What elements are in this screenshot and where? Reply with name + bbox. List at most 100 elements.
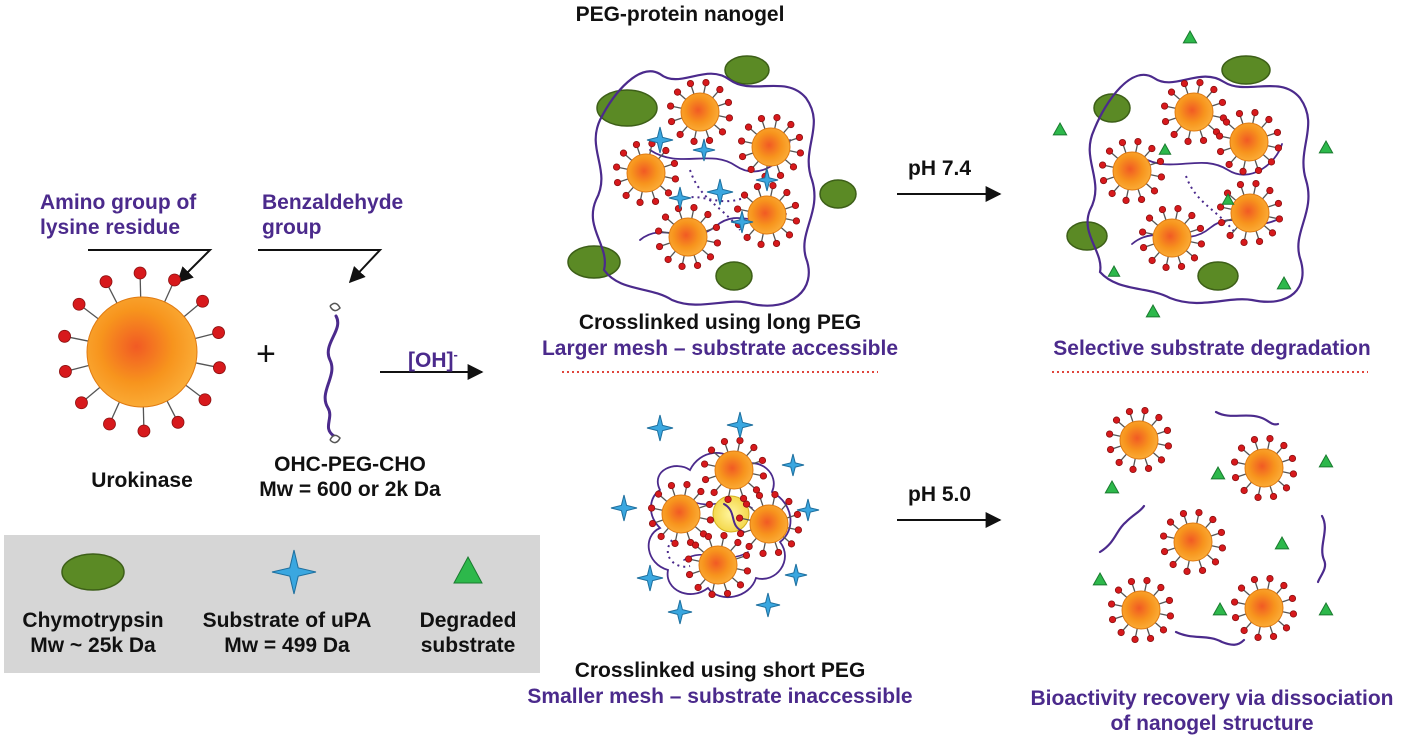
degraded-substrate bbox=[1092, 571, 1108, 586]
oh-base: [OH] bbox=[408, 349, 454, 372]
substrate-star-icon bbox=[271, 549, 317, 595]
hydroxide-label: [OH]- bbox=[408, 342, 458, 373]
peg-chain bbox=[1214, 410, 1280, 426]
urokinase-protein bbox=[735, 490, 803, 558]
long-peg-desc: Larger mesh – substrate accessible bbox=[541, 337, 898, 360]
ph-top-label: pH 7.4 bbox=[908, 157, 972, 180]
urokinase-protein bbox=[612, 139, 680, 207]
legend-substrate: Substrate of uPA Mw = 499 Da bbox=[182, 608, 392, 658]
peg-chain bbox=[1086, 73, 1310, 305]
degraded-substrate bbox=[1182, 29, 1198, 44]
nanogel-degradation bbox=[1052, 29, 1334, 318]
benz-line1: Benzaldehyde bbox=[262, 191, 404, 214]
pointer-lines bbox=[88, 249, 383, 284]
degraded-substrate bbox=[1158, 142, 1172, 155]
urokinase-protein bbox=[700, 436, 768, 504]
peg-linker bbox=[323, 302, 341, 444]
urokinase-protein bbox=[58, 266, 226, 438]
substrate-star bbox=[730, 210, 754, 234]
substrate-star bbox=[796, 498, 820, 522]
degraded-substrate bbox=[1318, 601, 1334, 616]
legend-degraded: Degraded substrate bbox=[400, 608, 536, 658]
degraded-substrate bbox=[1212, 601, 1228, 616]
amino-line1: Amino group of bbox=[40, 191, 197, 214]
urokinase-label: Urokinase bbox=[91, 469, 193, 492]
peg-crosslink bbox=[1185, 175, 1237, 235]
peg-chain bbox=[1316, 514, 1327, 584]
short-peg-desc: Smaller mesh – substrate inaccessible bbox=[527, 685, 913, 708]
chymotrypsin bbox=[819, 179, 857, 209]
amino-line2: lysine residue bbox=[40, 216, 181, 239]
urokinase-protein bbox=[647, 480, 715, 548]
legend-box bbox=[4, 535, 540, 673]
amino-label: Amino group of lysine residue bbox=[40, 190, 196, 240]
urokinase-protein bbox=[684, 531, 752, 599]
plus-sign: + bbox=[256, 335, 276, 373]
reaction-arrows bbox=[380, 186, 1002, 528]
recovery-label: Bioactivity recovery via dissociation of… bbox=[1010, 686, 1414, 736]
peg-chain bbox=[591, 70, 816, 307]
degraded-substrate bbox=[1107, 264, 1121, 277]
urokinase-protein bbox=[1138, 204, 1206, 272]
chymotrypsin bbox=[1093, 93, 1131, 123]
urokinase-protein bbox=[1230, 574, 1298, 642]
urokinase-protein bbox=[1159, 508, 1227, 576]
recovery-line2: of nanogel structure bbox=[1110, 712, 1314, 735]
substrate-star bbox=[646, 414, 674, 442]
legend-deg-line1: Degraded bbox=[419, 609, 517, 632]
degraded-substrate bbox=[1104, 479, 1120, 494]
degraded-substrate bbox=[1276, 275, 1292, 290]
substrate-star bbox=[726, 411, 754, 439]
peg-chain bbox=[1098, 504, 1146, 554]
legend-sub-mw: Mw = 499 Da bbox=[224, 634, 350, 657]
ph-bottom-label: pH 5.0 bbox=[908, 483, 972, 506]
substrate-star bbox=[692, 138, 716, 162]
degraded-substrate bbox=[1274, 535, 1290, 550]
peg-crosslink bbox=[666, 539, 691, 568]
substrate-star bbox=[755, 592, 781, 618]
urokinase-protein bbox=[1105, 406, 1173, 474]
nanogel-long-peg bbox=[567, 55, 857, 307]
urokinase-protein bbox=[1230, 434, 1298, 502]
chymotrypsin bbox=[567, 245, 621, 279]
urokinase-protein bbox=[1216, 179, 1284, 247]
urokinase-protein bbox=[1215, 108, 1283, 176]
urokinase-protein bbox=[1107, 576, 1175, 644]
degraded-substrate bbox=[1221, 192, 1235, 205]
chymotrypsin bbox=[715, 261, 753, 291]
short-peg-title: Crosslinked using short PEG bbox=[574, 659, 866, 682]
substrate-star bbox=[636, 564, 664, 592]
peg-name: OHC-PEG-CHO bbox=[274, 453, 426, 476]
degraded-triangle-icon bbox=[453, 555, 483, 584]
substrate-star bbox=[646, 126, 674, 154]
nanogel-dissociated bbox=[1092, 406, 1334, 646]
urokinase-protein bbox=[737, 113, 805, 181]
urokinase-molecule bbox=[58, 266, 226, 438]
benz-line2: group bbox=[262, 216, 322, 239]
recovery-line1: Bioactivity recovery via dissociation bbox=[1030, 687, 1394, 710]
chymotrypsin bbox=[724, 55, 770, 85]
degraded-substrate bbox=[1318, 453, 1334, 468]
chymotrypsin bbox=[1197, 261, 1239, 291]
long-peg-title: Crosslinked using long PEG bbox=[578, 311, 862, 334]
urokinase-protein bbox=[1098, 137, 1166, 205]
urokinase-protein bbox=[654, 203, 722, 271]
substrate-star bbox=[706, 178, 734, 206]
substrate-star bbox=[784, 563, 808, 587]
substrate-star bbox=[668, 186, 692, 210]
substrate-star bbox=[781, 453, 805, 477]
chymotrypsin-icon bbox=[61, 553, 125, 591]
chymotrypsin bbox=[1221, 55, 1271, 85]
degraded-substrate bbox=[1210, 465, 1226, 480]
substrate-star bbox=[755, 168, 779, 192]
peg-mw: Mw = 600 or 2k Da bbox=[259, 478, 441, 501]
peg-chain bbox=[1174, 630, 1246, 646]
legend-icons bbox=[61, 549, 483, 595]
urokinase-protein bbox=[733, 181, 801, 249]
legend-chymotrypsin: Chymotrypsin Mw ~ 25k Da bbox=[8, 608, 178, 658]
degraded-substrate bbox=[1318, 139, 1334, 154]
legend-sub-name: Substrate of uPA bbox=[202, 609, 372, 632]
legend-deg-line2: substrate bbox=[420, 634, 516, 657]
